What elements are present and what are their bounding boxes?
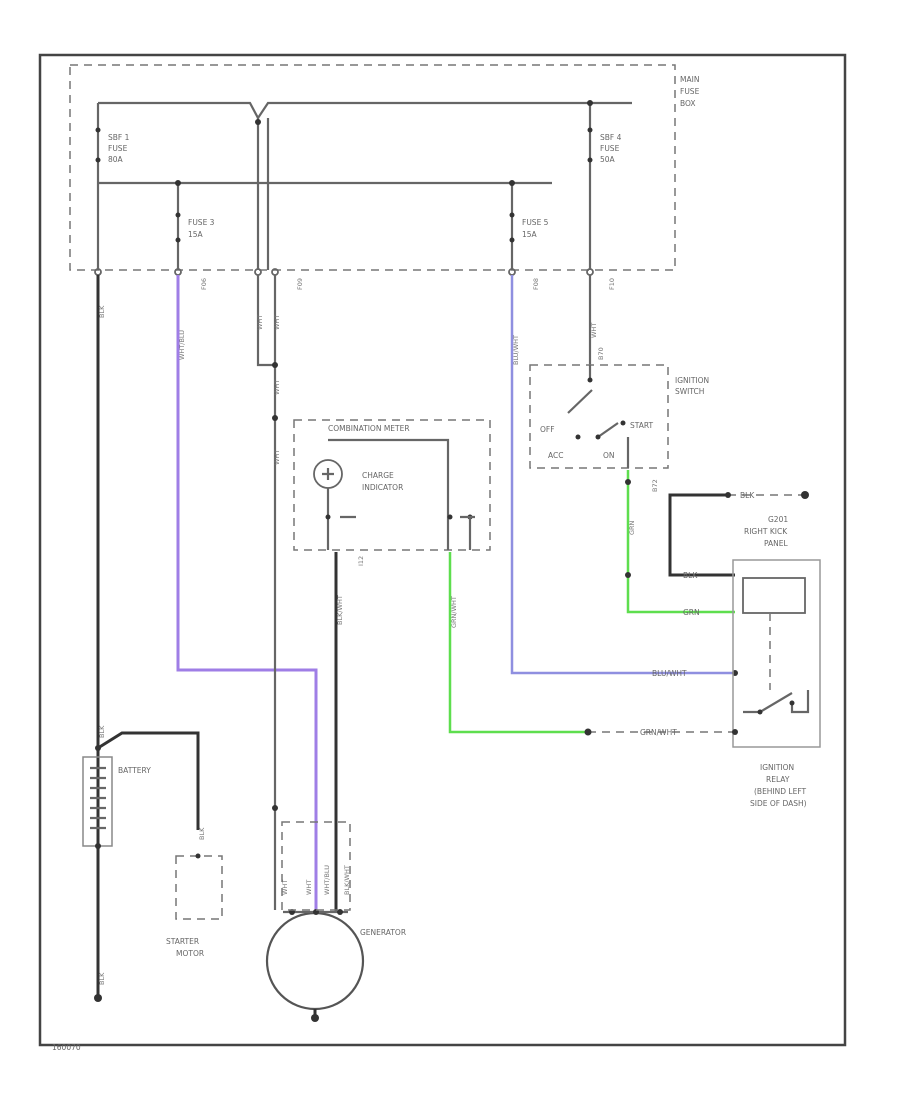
ignition-switch-contacts [567,365,630,468]
svg-text:F08: F08 [532,278,540,290]
wire-label-grn-vertical: GRN [628,520,636,535]
ignition-switch [529,364,669,469]
connector-b70: B70 [597,347,605,360]
wire-blk-g201 [668,493,735,577]
fuse-box-connector-labels: F06 F09 F08 F10 [200,278,616,290]
svg-text:IGNITION: IGNITION [760,763,794,772]
svg-text:50A: 50A [600,155,616,164]
wire-label-blk-g201: BLK [740,491,755,500]
charge-indicator-lamp: CHARGE INDICATOR [313,459,403,492]
svg-text:FUSE: FUSE [600,144,620,153]
wire-label-wht-4: WHT [273,450,281,465]
svg-text:WHT: WHT [281,880,289,895]
wire-label-blk-relay: BLK [683,571,698,580]
ignition-switch-acc: ACC [548,451,563,460]
wire-label-grn-wht-horizontal: GRN/WHT [640,728,677,737]
svg-text:80A: 80A [108,155,124,164]
wire-blu-wht [510,275,735,675]
wire-wht-blu-violet [176,275,318,910]
svg-text:F09: F09 [296,278,304,290]
wire-label-wht-blu: WHT/BLU [178,330,186,360]
wire-label-blk-top: BLK [98,305,106,318]
ignition-switch-off: OFF [540,425,555,434]
svg-text:SIDE OF DASH): SIDE OF DASH) [750,799,807,808]
wire-label-grn-wht-vertical: GRN/WHT [450,596,458,628]
wire-grn-switch-to-relay [626,470,735,614]
ignition-switch-label: IGNITION SWITCH [675,376,709,396]
starter-motor-label: STARTER MOTOR [166,937,204,958]
fuse-box-bus-bars [96,100,632,270]
svg-text:FUSE: FUSE [680,87,700,96]
svg-text:BOX: BOX [680,99,696,108]
wire-label-wht-3: WHT [273,380,281,395]
svg-text:WHT/BLU: WHT/BLU [323,865,331,895]
ignition-relay [732,559,821,748]
generator-connector-box [281,821,351,911]
ignition-switch-on: ON [603,451,615,460]
svg-text:MAIN: MAIN [680,75,699,84]
svg-text:SBF 4: SBF 4 [600,133,622,142]
main-fuse-box [69,64,676,271]
diagram-id: 160070 [52,1043,81,1052]
wire-label-wht-2: WHT [273,315,281,330]
generator [265,909,365,1022]
ignition-relay-label: IGNITION RELAY (BEHIND LEFT SIDE OF DASH… [750,763,807,808]
generator-label: GENERATOR [360,928,406,937]
svg-text:RIGHT KICK: RIGHT KICK [744,527,788,536]
wire-label-blk-bot: BLK [98,972,106,985]
wire-label-grn-horizontal: GRN [683,608,700,617]
battery [82,731,200,849]
svg-text:15A: 15A [522,230,538,239]
ignition-switch-start: START [630,421,654,430]
svg-text:15A: 15A [188,230,204,239]
combination-meter-internals [325,438,475,550]
g201-ground-label: G201 RIGHT KICK PANEL [744,515,789,548]
wire-grn-wht-meter-to-relay [448,552,588,734]
svg-text:MOTOR: MOTOR [176,949,204,958]
wire-label-wht-1: WHT [256,315,264,330]
connector-b72: B72 [651,479,659,492]
svg-text:IGNITION: IGNITION [675,376,709,385]
svg-text:SWITCH: SWITCH [675,387,704,396]
svg-text:F06: F06 [200,278,208,290]
svg-text:G201: G201 [768,515,788,524]
combination-meter-title: COMBINATION METER [328,424,410,433]
svg-text:(BEHIND LEFT: (BEHIND LEFT [754,787,807,796]
connector-i12: I12 [357,556,365,566]
fuse-3: FUSE 3 15A [175,212,215,243]
svg-text:FUSE 5: FUSE 5 [522,218,549,227]
svg-text:F10: F10 [608,278,616,290]
main-fuse-box-label: MAIN FUSE BOX [680,75,700,108]
svg-text:WHT: WHT [305,880,313,895]
svg-text:SBF 1: SBF 1 [108,133,130,142]
wire-label-wht-switch: WHT [590,323,598,338]
ignition-relay-internals [742,577,810,715]
diagram-frame [38,53,847,1047]
wire-label-blu-wht-vertical: BLU/WHT [512,335,520,365]
fuse-sbf4: SBF 4 FUSE 50A [587,127,622,164]
combination-meter [293,419,491,551]
wire-label-blk-mid: BLK [98,725,106,738]
starter-motor [175,855,223,920]
svg-text:PANEL: PANEL [764,539,789,548]
svg-text:FUSE 3: FUSE 3 [188,218,215,227]
svg-text:CHARGE: CHARGE [362,471,394,480]
fuse-sbf1: SBF 1 FUSE 80A [95,127,130,164]
wire-wht-pair [256,275,278,910]
svg-text:FUSE: FUSE [108,144,128,153]
generator-connector-labels: WHT WHT WHT/BLU BLK/WHT [281,865,351,895]
svg-text:RELAY: RELAY [766,775,790,784]
svg-text:STARTER: STARTER [166,937,199,946]
svg-text:BLK/WHT: BLK/WHT [343,865,351,895]
fuse-5: FUSE 5 15A [509,212,549,243]
svg-text:INDICATOR: INDICATOR [362,483,403,492]
battery-label: BATTERY [118,766,151,775]
wire-label-blk-wht-meter: BLK/WHT [336,595,344,625]
wire-label-blu-wht-horizontal: BLU/WHT [652,669,687,678]
wire-label-blk-starter: BLK [198,827,206,840]
